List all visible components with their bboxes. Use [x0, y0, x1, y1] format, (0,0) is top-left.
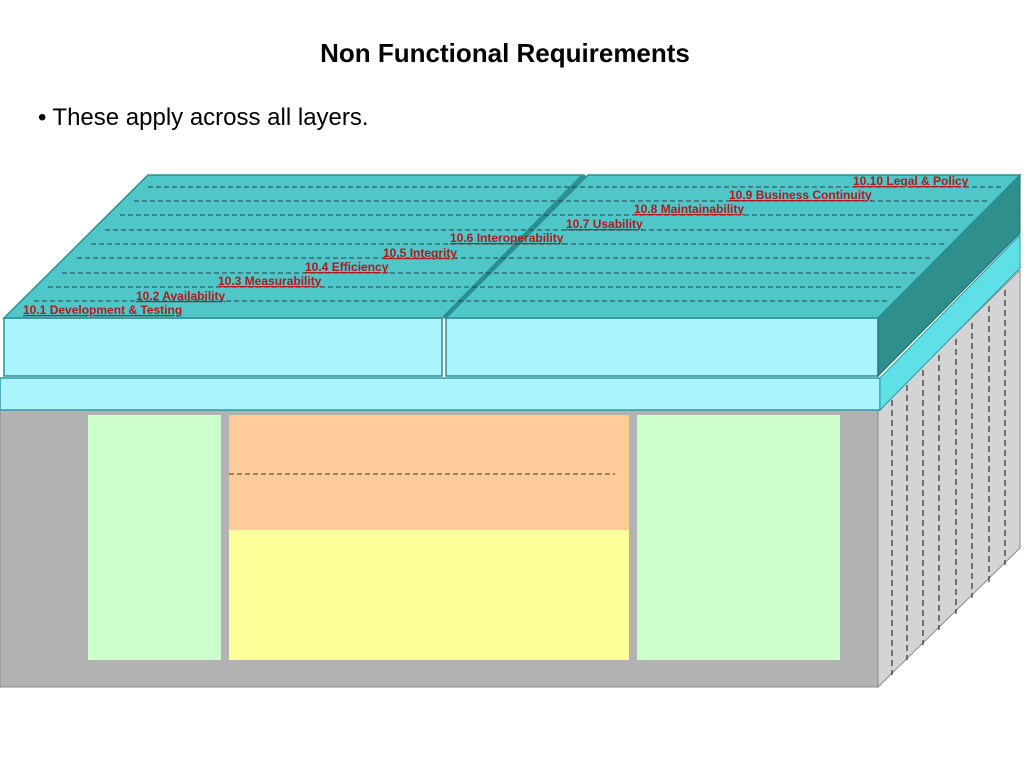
- nfr-label-10-3: 10.3 Measurability: [218, 274, 322, 288]
- top-surface-right: [444, 174, 1022, 319]
- upper-band-left: [3, 317, 443, 377]
- nfr-label-10-7: 10.7 Usability: [566, 217, 643, 231]
- bullet-dot-icon: •: [38, 104, 47, 131]
- requirement-labels: 10.1 Development & Testing 10.2 Availabi…: [23, 174, 969, 317]
- slide-title: Non Functional Requirements: [320, 38, 690, 68]
- upper-band-right: [445, 317, 879, 377]
- top-dashed-rows: [34, 186, 1003, 302]
- nfr-label-10-8: 10.8 Maintainability: [634, 202, 744, 216]
- orange-block: [229, 415, 629, 530]
- top-surface-split: [442, 173, 587, 320]
- side-dashed-lines: [891, 290, 1006, 675]
- nfr-label-10-1: 10.1 Development & Testing: [23, 303, 182, 317]
- bullet-point: •These apply across all layers.: [38, 104, 369, 132]
- nfr-label-10-9: 10.9 Business Continuity: [729, 188, 872, 202]
- green-block-right: [637, 415, 840, 660]
- green-block-left: [88, 415, 221, 660]
- top-surface-left: [2, 174, 584, 319]
- bullet-text: These apply across all layers.: [52, 104, 369, 131]
- nfr-label-10-10: 10.10 Legal & Policy: [853, 174, 969, 188]
- nfr-label-10-4: 10.4 Efficiency: [305, 260, 389, 274]
- nfr-label-10-5: 10.5 Integrity: [383, 246, 457, 260]
- nfr-label-10-2: 10.2 Availability: [136, 289, 225, 303]
- nfr-label-10-6: 10.6 Interoperability: [450, 231, 564, 245]
- lower-cyan-band: [0, 377, 881, 411]
- lower-band-side: [879, 233, 1021, 412]
- yellow-block: [229, 530, 629, 660]
